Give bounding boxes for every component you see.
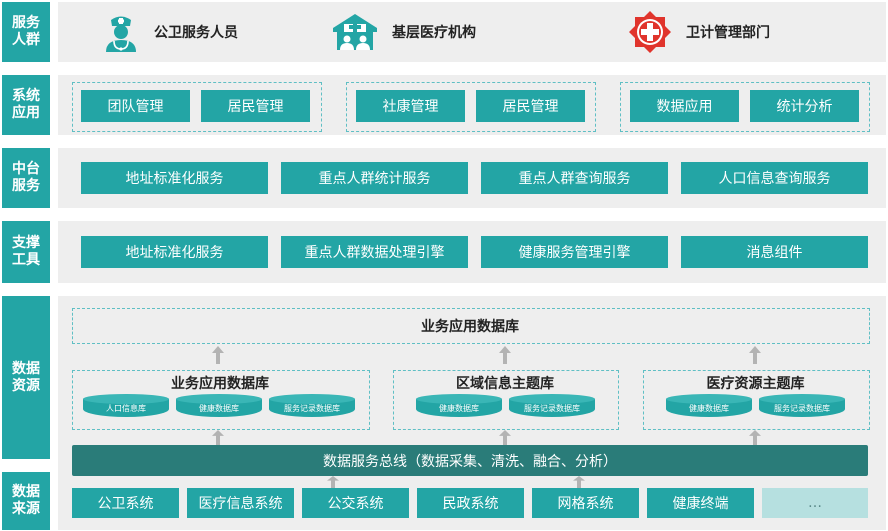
app-resident-management[interactable]: 居民管理 — [201, 90, 310, 122]
source-grid-system[interactable]: 网格系统 — [532, 488, 639, 518]
app-team-management[interactable]: 团队管理 — [81, 90, 190, 122]
role-label: 基层医疗机构 — [392, 25, 476, 41]
data-service-bus: 数据服务总线（数据采集、清洗、融合、分析） — [72, 445, 868, 476]
service-key-population-query[interactable]: 重点人群查询服务 — [481, 162, 668, 194]
database-cylinder: 服务记录数据库 — [759, 394, 845, 422]
source-public-health-system[interactable]: 公卫系统 — [72, 488, 179, 518]
db-group-business — [72, 370, 370, 430]
up-arrow-icon — [749, 346, 761, 364]
row-label-users: 服务人群 — [2, 2, 50, 62]
db-group-regional — [393, 370, 619, 430]
up-arrow-icon — [499, 346, 511, 364]
app-resident-management[interactable]: 居民管理 — [476, 90, 585, 122]
source-medical-info-system[interactable]: 医疗信息系统 — [187, 488, 294, 518]
service-population-info-query[interactable]: 人口信息查询服务 — [681, 162, 868, 194]
app-statistical-analysis[interactable]: 统计分析 — [750, 90, 859, 122]
app-group-2 — [346, 82, 596, 132]
app-group-3 — [620, 82, 870, 132]
source-transit-system[interactable]: 公交系统 — [302, 488, 409, 518]
app-data-application[interactable]: 数据应用 — [630, 90, 739, 122]
db-group-title: 医疗资源主题库 — [706, 376, 805, 392]
up-arrow-icon — [212, 346, 224, 364]
source-more[interactable]: … — [762, 488, 868, 518]
db-group-medical-resources — [643, 370, 870, 430]
app-community-health-management[interactable]: 社康管理 — [356, 90, 465, 122]
apps-band — [58, 75, 886, 135]
role-grassroots-institution: 基层医疗机构 — [330, 12, 476, 52]
service-address-standardization[interactable]: 地址标准化服务 — [81, 162, 268, 194]
up-arrow-icon — [327, 476, 339, 488]
role-health-management-dept: 卫计管理部门 — [628, 10, 770, 54]
up-arrow-icon — [573, 476, 585, 488]
hospital-building-icon — [333, 14, 377, 50]
row-label-tools: 支撑工具 — [2, 221, 50, 283]
database-cylinder: 服务记录数据库 — [509, 394, 595, 422]
up-arrow-icon — [212, 430, 224, 445]
app-group-1 — [72, 82, 322, 132]
up-arrow-icon — [749, 430, 761, 445]
db-group-title: 区域信息主题库 — [456, 376, 554, 392]
row-label-middle: 中台服务 — [2, 148, 50, 208]
row-label-data: 数据资源 — [2, 296, 50, 459]
service-key-population-statistics[interactable]: 重点人群统计服务 — [281, 162, 468, 194]
database-cylinder: 健康数据库 — [416, 394, 502, 422]
row-label-source: 数据来源 — [2, 472, 50, 530]
up-arrow-icon — [499, 430, 511, 445]
database-cylinder: 服务记录数据库 — [269, 394, 355, 422]
db-group-title: 业务应用数据库 — [171, 376, 269, 392]
row-label-apps: 系统应用 — [2, 75, 50, 135]
database-cylinder: 健康数据库 — [176, 394, 262, 422]
tool-key-population-engine[interactable]: 重点人群数据处理引擎 — [281, 236, 468, 268]
database-cylinder: 人口信息库 — [83, 394, 169, 422]
red-cross-icon — [629, 11, 671, 53]
source-civil-affairs-system[interactable]: 民政系统 — [417, 488, 524, 518]
source-health-terminal[interactable]: 健康终端 — [647, 488, 754, 518]
tool-message-component[interactable]: 消息组件 — [681, 236, 868, 268]
users-band — [58, 2, 886, 62]
role-label: 卫计管理部门 — [686, 25, 770, 41]
role-public-health: 公卫服务人员 — [100, 12, 238, 52]
tool-health-service-engine[interactable]: 健康服务管理引擎 — [481, 236, 668, 268]
role-label: 公卫服务人员 — [154, 25, 238, 41]
nurse-icon — [106, 16, 136, 52]
tool-address-standardization[interactable]: 地址标准化服务 — [81, 236, 268, 268]
top-database-box — [72, 308, 870, 344]
database-cylinder: 健康数据库 — [666, 394, 752, 422]
top-database-title: 业务应用数据库 — [421, 319, 519, 335]
